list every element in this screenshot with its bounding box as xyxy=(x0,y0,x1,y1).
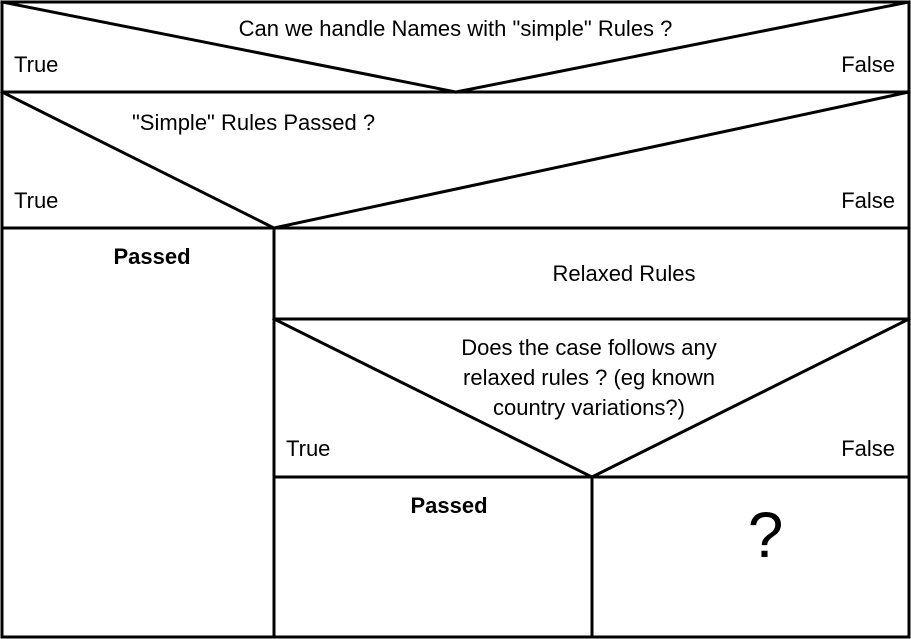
relaxed-rules-header: Relaxed Rules xyxy=(552,261,696,286)
q1-true-label: True xyxy=(14,52,59,77)
q2-diagonal-right xyxy=(272,90,911,230)
bottom-left-passed-result: Passed xyxy=(410,493,488,518)
q1-false-label: False xyxy=(841,52,895,77)
q3-true-label: True xyxy=(286,436,331,461)
q3-false-label: False xyxy=(841,436,895,461)
q2-false-label: False xyxy=(841,188,895,213)
q1-question: Can we handle Names with "simple" Rules … xyxy=(238,16,673,41)
q1-diagonal-left xyxy=(0,0,458,94)
q2-question: "Simple" Rules Passed ? xyxy=(132,110,376,135)
q3-question-line-1: Does the case follows any xyxy=(461,335,717,360)
q3-question-line-2: relaxed rules ? (eg known xyxy=(463,365,715,390)
q3-question-line-3: country variations?) xyxy=(493,395,685,420)
q2-true-label: True xyxy=(14,188,59,213)
bottom-right-unknown-result: ? xyxy=(747,499,784,571)
q3-diagonal-left xyxy=(271,316,595,480)
q2-diagonal-left xyxy=(0,89,277,231)
left-passed-result: Passed xyxy=(113,244,191,269)
q3-diagonal-right xyxy=(589,316,911,480)
q1-diagonal-right xyxy=(454,0,911,94)
